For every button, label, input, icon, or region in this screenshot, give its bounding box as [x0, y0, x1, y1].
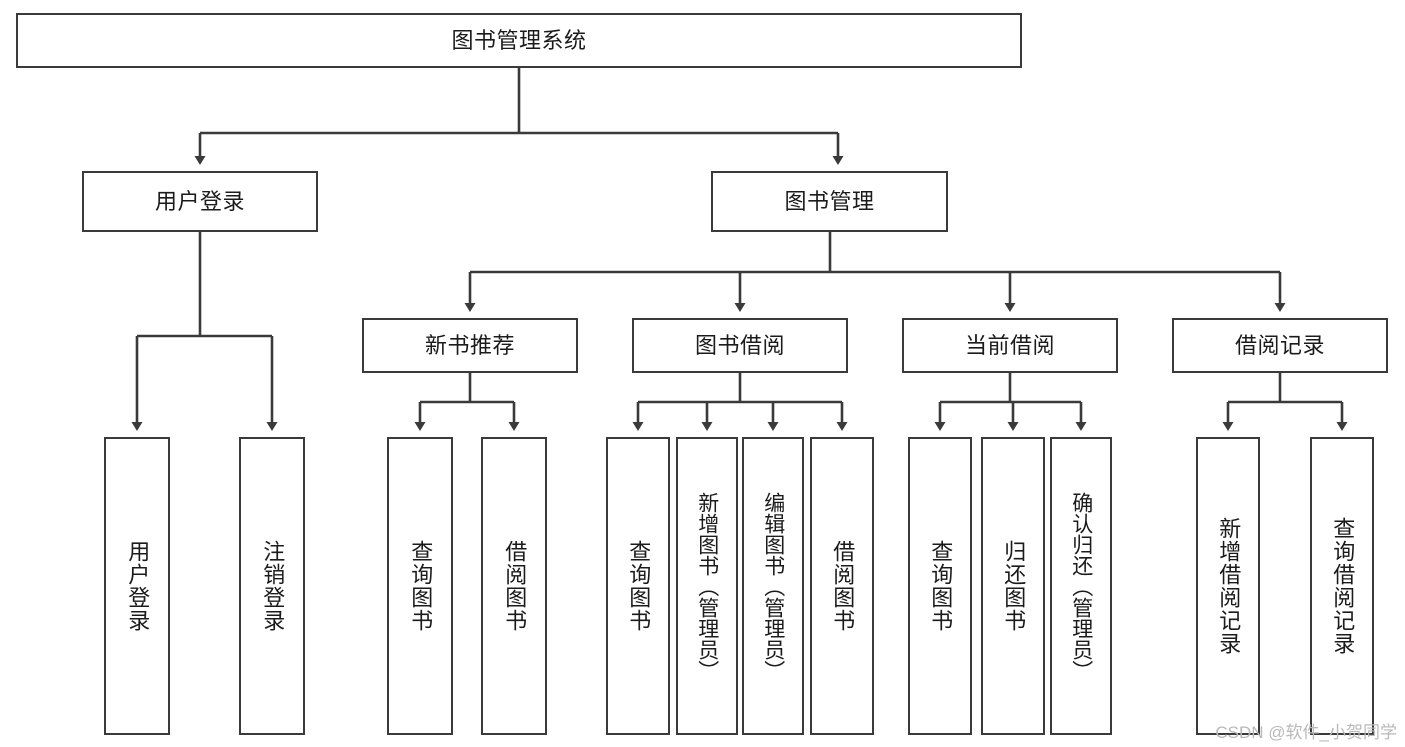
node-leaf-add-book[interactable]: 新增图书（管理员）	[676, 437, 738, 735]
node-leaf-add-book-label: 新增图书（管理员）	[695, 491, 719, 681]
node-leaf-edit-book-label: 编辑图书（管理员）	[761, 491, 785, 681]
node-leaf-query-book-cur-label: 查询图书	[928, 540, 954, 632]
node-leaf-user-login[interactable]: 用户登录	[104, 437, 170, 735]
node-current-borrow-label: 当前借阅	[964, 332, 1055, 358]
node-user-login[interactable]: 用户登录	[82, 171, 318, 232]
node-leaf-confirm-return[interactable]: 确认归还（管理员）	[1050, 437, 1112, 735]
node-new-book-rec-label: 新书推荐	[424, 332, 515, 358]
node-leaf-user-login-label: 用户登录	[125, 540, 151, 632]
node-user-login-label: 用户登录	[154, 188, 245, 214]
node-leaf-query-record[interactable]: 查询借阅记录	[1310, 437, 1374, 735]
node-leaf-edit-book[interactable]: 编辑图书（管理员）	[742, 437, 804, 735]
watermark-text: CSDN @软件_小贺同学	[1215, 723, 1397, 742]
node-book-borrow[interactable]: 图书借阅	[632, 318, 848, 373]
node-leaf-borrow-book[interactable]: 借阅图书	[810, 437, 874, 735]
node-leaf-borrow-book-rec-label: 借阅图书	[502, 540, 528, 632]
node-leaf-query-record-label: 查询借阅记录	[1330, 517, 1356, 655]
node-borrow-record[interactable]: 借阅记录	[1172, 318, 1388, 373]
node-leaf-logout[interactable]: 注销登录	[239, 437, 305, 735]
node-leaf-return-book-label: 归还图书	[1001, 540, 1027, 632]
node-root-label: 图书管理系统	[451, 27, 587, 53]
node-book-manage[interactable]: 图书管理	[711, 171, 948, 232]
node-leaf-query-book-rec[interactable]: 查询图书	[387, 437, 453, 735]
node-leaf-query-book-borrow[interactable]: 查询图书	[606, 437, 670, 735]
node-root[interactable]: 图书管理系统	[16, 13, 1022, 68]
node-leaf-return-book[interactable]: 归还图书	[981, 437, 1045, 735]
node-leaf-query-book-cur[interactable]: 查询图书	[908, 437, 972, 735]
node-book-manage-label: 图书管理	[784, 188, 875, 214]
node-leaf-borrow-book-label: 借阅图书	[830, 540, 856, 632]
node-leaf-add-record[interactable]: 新增借阅记录	[1196, 437, 1260, 735]
node-leaf-borrow-book-rec[interactable]: 借阅图书	[481, 437, 547, 735]
node-new-book-rec[interactable]: 新书推荐	[362, 318, 578, 373]
node-leaf-query-book-rec-label: 查询图书	[408, 540, 434, 632]
node-current-borrow[interactable]: 当前借阅	[902, 318, 1118, 373]
node-leaf-query-book-borrow-label: 查询图书	[626, 540, 652, 632]
node-leaf-confirm-return-label: 确认归还（管理员）	[1069, 491, 1093, 681]
node-borrow-record-label: 借阅记录	[1234, 332, 1325, 358]
node-book-borrow-label: 图书借阅	[694, 332, 785, 358]
node-leaf-logout-label: 注销登录	[260, 540, 286, 632]
node-leaf-add-record-label: 新增借阅记录	[1216, 517, 1242, 655]
